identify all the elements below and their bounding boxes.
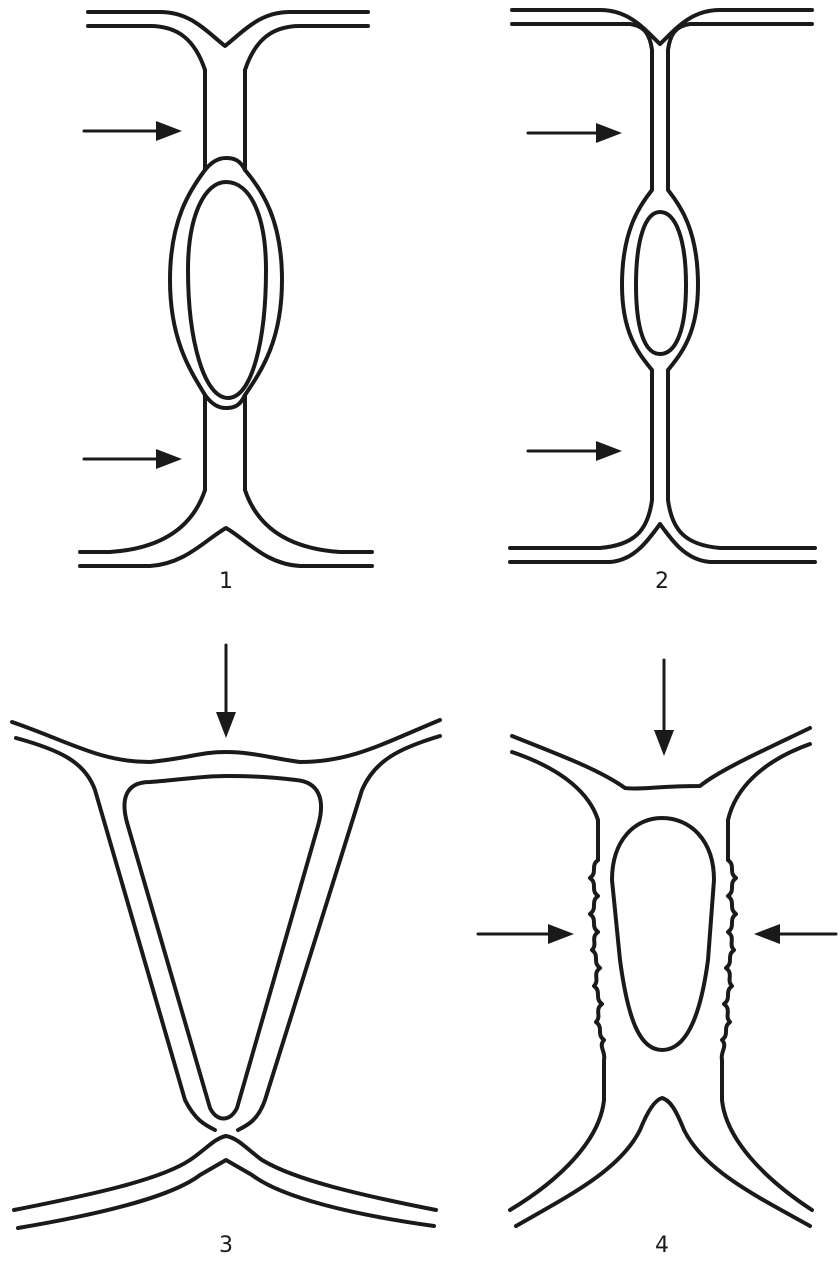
panel-4-walls xyxy=(510,728,812,1226)
panel-3-walls xyxy=(12,720,440,1228)
panel-2: 2 xyxy=(510,10,815,594)
panel-2-arrow-upper xyxy=(528,123,622,143)
panel-3-label: 3 xyxy=(219,1233,233,1258)
panel-4-arrow-left xyxy=(478,924,574,944)
panel-3: 3 xyxy=(12,645,440,1258)
panel-2-walls xyxy=(510,10,815,562)
panel-4-arrow-top xyxy=(654,660,674,756)
panel-1-walls xyxy=(80,12,372,566)
panel-4: 4 xyxy=(478,660,836,1258)
panel-2-arrow-lower xyxy=(528,441,622,461)
panel-4-arrow-right xyxy=(754,924,836,944)
panel-1-arrow-lower xyxy=(84,449,182,469)
panel-2-label: 2 xyxy=(655,569,669,594)
panel-3-arrow-top xyxy=(216,645,236,738)
panel-1-label: 1 xyxy=(219,569,233,594)
panel-1: 1 xyxy=(80,12,372,594)
panel-4-label: 4 xyxy=(655,1233,669,1258)
panel-1-arrow-upper xyxy=(84,121,182,141)
